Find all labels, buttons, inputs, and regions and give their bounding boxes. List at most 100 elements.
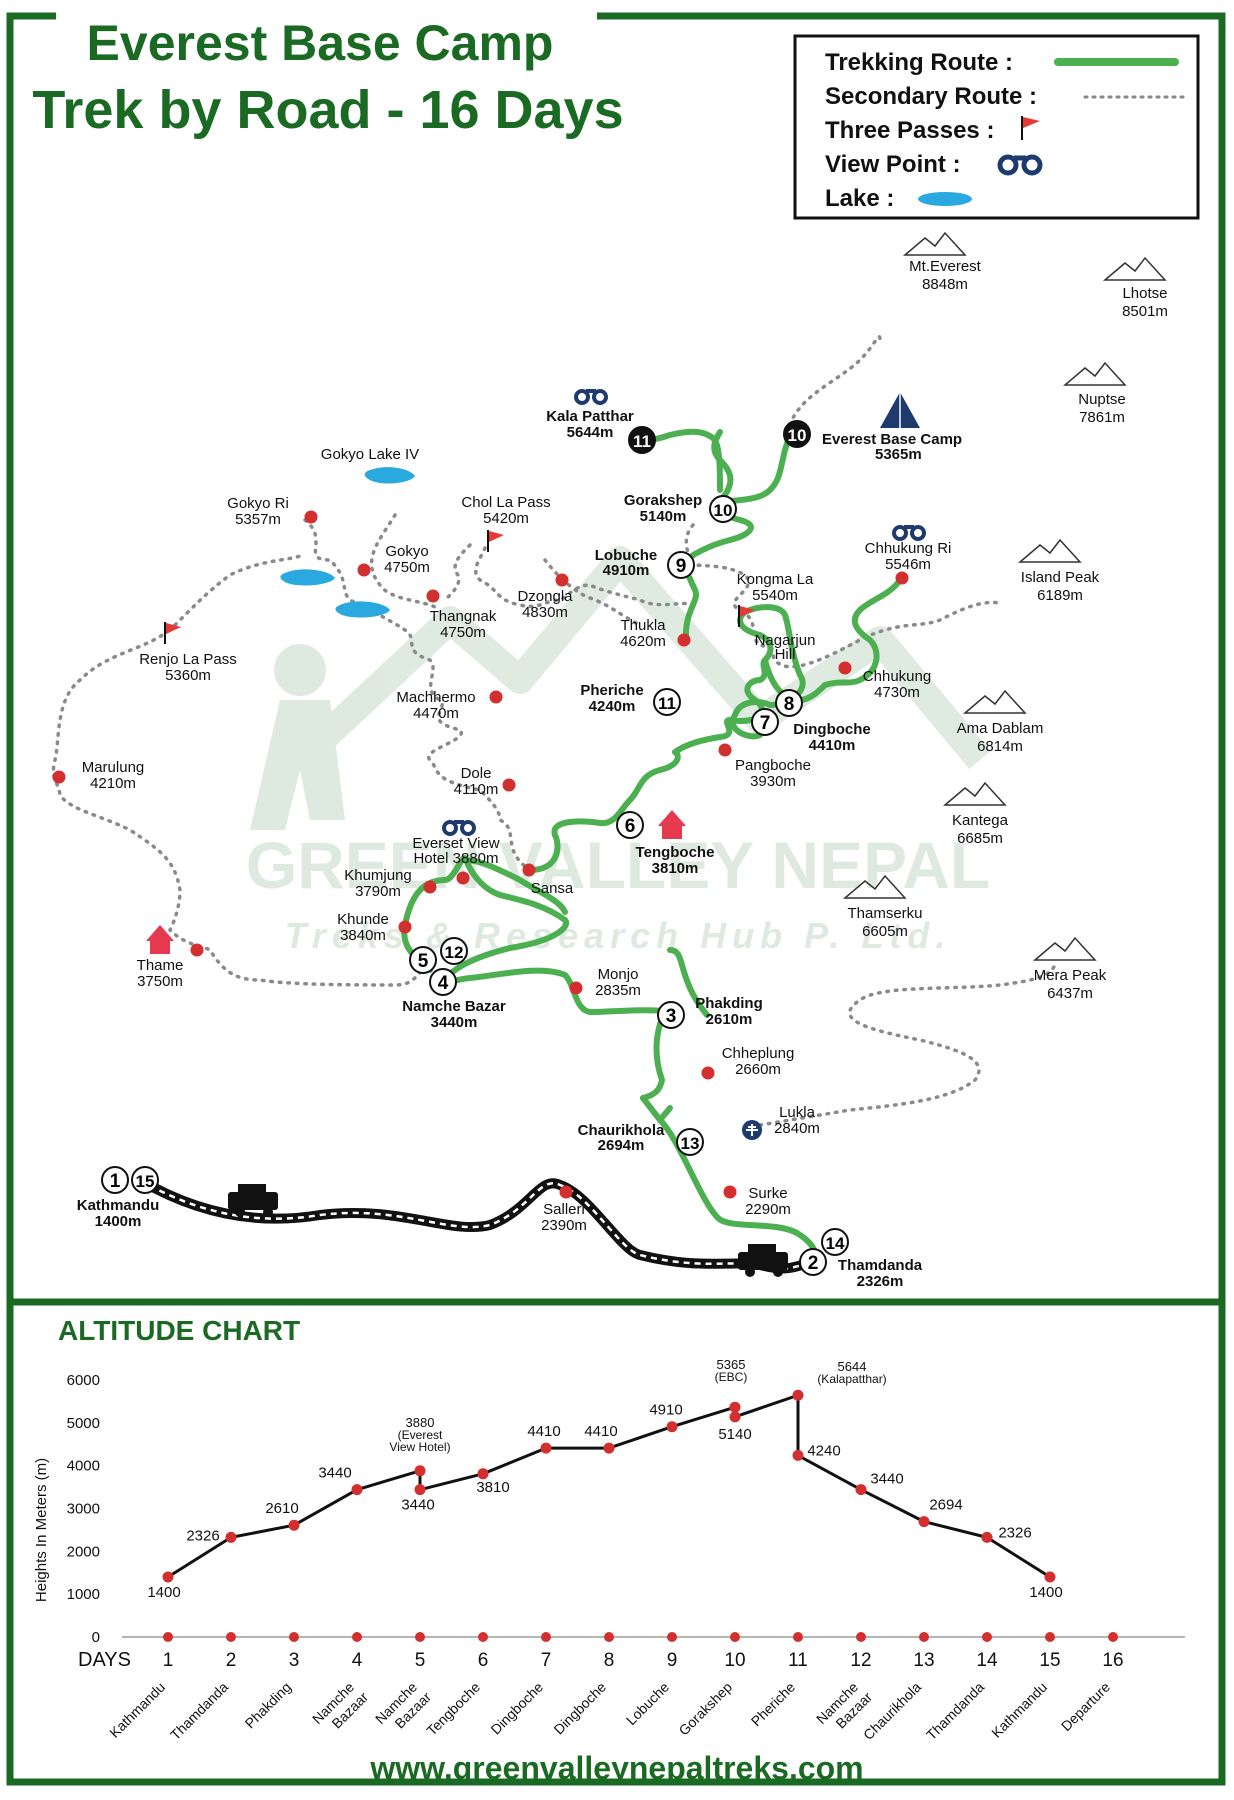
route-renjo-thame	[51, 623, 432, 987]
svg-text:11: 11	[633, 432, 651, 451]
place-name: Namche Bazar	[402, 998, 506, 1015]
svg-text:13: 13	[681, 1134, 700, 1153]
place-alt: 2660m	[735, 1061, 781, 1078]
place-alt: 4210m	[90, 775, 136, 792]
day-number: 13	[913, 1650, 934, 1671]
place-alt: 5360m	[165, 667, 211, 684]
peak-alt: 8501m	[1122, 303, 1168, 320]
day-marker: 12	[440, 937, 468, 965]
place-name: Pheriche	[580, 682, 643, 699]
day-marker-filled: 11	[628, 426, 656, 454]
place-alt: 2290m	[745, 1201, 791, 1218]
data-label: (Kalapatthar)	[817, 1372, 886, 1386]
day-marker: 6	[616, 811, 644, 839]
y-tick-label: 6000	[67, 1372, 100, 1389]
data-label: 2326	[186, 1527, 219, 1544]
route-kongma-chhukung	[684, 523, 1002, 669]
day-marker-filled: 10	[783, 420, 811, 448]
place-name: Monjo	[598, 966, 639, 983]
place-name: Chhukung Ri	[865, 540, 952, 557]
flag-icon-renjo	[164, 622, 181, 644]
day-tick-dot	[289, 1632, 299, 1642]
day-tick-dot	[667, 1632, 677, 1642]
lake-swatch	[918, 192, 972, 206]
peak-name: Island Peak	[1021, 569, 1100, 586]
day-tick-dot	[1045, 1632, 1055, 1642]
title-line-2: Trek by Road - 16 Days	[32, 80, 623, 140]
svg-text:14: 14	[826, 1234, 845, 1253]
place-alt: 2390m	[541, 1217, 587, 1234]
day-number: 6	[478, 1650, 489, 1671]
watermark-tagline: Treks & Research Hub P. Ltd.	[285, 915, 952, 956]
data-point	[288, 1519, 300, 1531]
route-phakding-chheplung	[667, 947, 710, 1018]
data-label: 2326	[998, 1524, 1031, 1541]
day-markers: 1 15 2 14 3 13 4 5 12 6 7 8 11 9 10 10 1…	[101, 420, 849, 1276]
day-tick-dot	[1108, 1632, 1118, 1642]
data-point	[162, 1571, 174, 1583]
svg-text:3: 3	[666, 1006, 677, 1027]
day-tick-dot	[919, 1632, 929, 1642]
data-label: 3810	[476, 1479, 509, 1496]
place-alt: 4830m	[522, 604, 568, 621]
route-chola-dzongla	[474, 546, 697, 609]
day-marker: 5	[409, 946, 437, 974]
y-tick-label: 0	[92, 1629, 100, 1646]
data-point	[540, 1442, 552, 1454]
y-tick-label: 4000	[67, 1458, 100, 1475]
data-label: 2694	[929, 1497, 962, 1514]
day-marker: 1	[101, 1166, 129, 1194]
day-tick-dot	[541, 1632, 551, 1642]
pass-flag-icon	[1021, 116, 1040, 140]
data-point	[351, 1484, 363, 1496]
svg-text:15: 15	[136, 1172, 155, 1191]
peak-name: Mera Peak	[1034, 967, 1107, 984]
place-name: Everest Base Camp	[822, 431, 962, 448]
peak-alt: 6605m	[862, 923, 908, 940]
data-label: 4410	[584, 1423, 617, 1440]
data-label: View Hotel)	[389, 1440, 450, 1454]
day-marker: 11	[653, 688, 681, 716]
peak-alt: 6685m	[957, 830, 1003, 847]
svg-text:10: 10	[788, 426, 807, 445]
jeep-icon-2	[738, 1244, 788, 1277]
day-tick-dot	[982, 1632, 992, 1642]
data-point	[1044, 1571, 1056, 1583]
place-name: Khunde	[337, 911, 389, 928]
place-name: Salleri	[543, 1201, 585, 1218]
altitude-chart-heading: ALTITUDE CHART	[58, 1315, 300, 1346]
day-tick-dot	[730, 1632, 740, 1642]
place-name: Thukla	[620, 617, 666, 634]
place-name: Gokyo	[385, 543, 428, 560]
lake-2	[335, 601, 390, 618]
day-number: 5	[415, 1650, 426, 1671]
day-number: 7	[541, 1650, 552, 1671]
place-alt: 3840m	[340, 927, 386, 944]
place-labels: Kala Patthar 5644m Everest Base Camp 536…	[77, 408, 962, 1290]
y-tick-label: 2000	[67, 1543, 100, 1560]
place-name: Chhukung	[863, 668, 931, 685]
day-tick-dot	[793, 1632, 803, 1642]
data-label: 4410	[527, 1423, 560, 1440]
y-tick-label: 5000	[67, 1415, 100, 1432]
day-marker: 4	[429, 968, 457, 996]
place-name: Dole	[461, 765, 492, 782]
data-point	[981, 1531, 993, 1543]
place-name: Phakding	[695, 995, 763, 1012]
day-number: 9	[667, 1650, 678, 1671]
route-dingboche-loop	[729, 604, 806, 740]
data-label: 5644	[838, 1359, 867, 1374]
data-label: 3440	[401, 1497, 434, 1514]
airplane-icon-lukla	[742, 1120, 762, 1140]
monastery-icon-thame	[146, 925, 174, 954]
svg-text:5: 5	[418, 951, 429, 972]
title-block: Everest Base Camp Trek by Road - 16 Days	[32, 15, 623, 140]
route-namche-phakding	[437, 967, 673, 1015]
day-tick-dot	[163, 1632, 173, 1642]
data-label: 3880	[406, 1415, 435, 1430]
lake-1	[280, 569, 335, 586]
